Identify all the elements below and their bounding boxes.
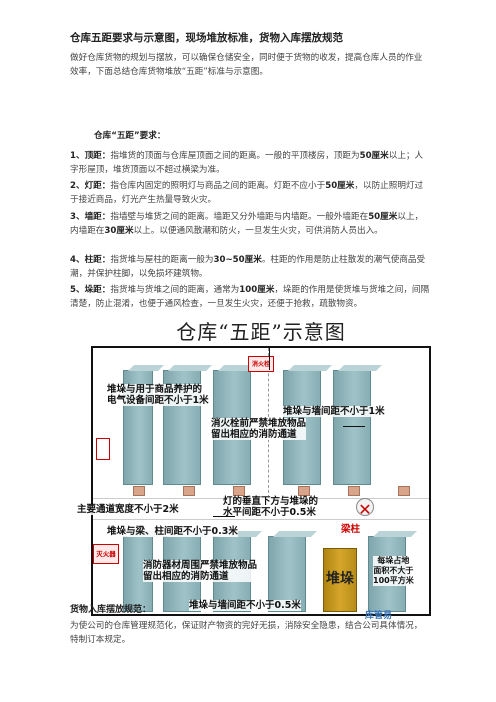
section-title: 仓库“五距”要求：	[94, 131, 166, 141]
label-electric-distance: 堆垛与用于商品养护的 电气设备间距不小于1米	[107, 384, 209, 406]
stack-bottom-4	[268, 536, 306, 612]
label-wall-bottom: 堆垛与墙间距不小于0.5米	[189, 600, 301, 611]
label-hydrant-zone: 消火栓前严禁堆放物品 留出相应的消防通道	[211, 418, 307, 440]
pillar	[183, 486, 195, 496]
item-1: 1、顶距：指堆货的顶面与仓库屋顶面之间的距离。一般的平顶楼房，顶距为50厘米以上…	[70, 151, 424, 175]
label-main-aisle: 主要通道宽度不小于2米	[77, 504, 179, 515]
stack-top-5	[333, 370, 371, 485]
five-distance-diagram: 仓库“五距”示意图 消火栓 灭火器	[77, 316, 436, 621]
pillar-tag: 梁柱	[341, 524, 361, 535]
warehouse-frame: 消火栓 灭火器 ✕ 堆垛与用于商品养护的 电气设备间距不小于1米 消火栓前严禁堆…	[77, 346, 431, 621]
item-2: 2、灯距：指仓库内固定的照明灯与商品之间的距离。灯距不应小于50厘米，以防止照明…	[70, 181, 424, 205]
pillar	[348, 486, 360, 496]
doc-title: 仓库五距要求与示意图，现场堆放标准，货物入库摆放规范	[70, 32, 343, 44]
diagram-title: 仓库“五距”示意图	[176, 320, 346, 344]
pillar	[298, 486, 310, 496]
lamp-cross-icon: ✕	[358, 500, 372, 519]
electric-box-icon	[96, 438, 110, 460]
hydrant-icon: 消火栓	[248, 356, 274, 372]
arrow	[213, 516, 235, 517]
label-lamp-distance: 灯的垂直下方与堆垛的 水平间距不小于0.5米	[223, 496, 319, 518]
extinguisher-icon: 灭火器	[93, 544, 119, 564]
watermark-logo: 库管易	[365, 611, 393, 621]
stack-label: 堆垛	[326, 571, 354, 587]
section2-paragraph: 为使公司的仓库管理规范化，保证财产物资的完好无损，消除安全隐患，结合公司具体情况…	[70, 621, 423, 645]
item-5: 5、垛距：指货堆与货堆之间的距离，通常为100厘米，垛距的作用是使货堆与货堆之间…	[70, 285, 430, 309]
label-area-limit: 每垛占地 面积不大于 100平方米	[373, 556, 414, 586]
section2-title: 货物入库摆放规范：	[70, 605, 152, 615]
intro-paragraph: 做好仓库货物的规划与摆放，可以确保仓储安全，同时便于货物的收发，提高仓库人员的作…	[70, 52, 430, 79]
arrow	[269, 348, 270, 370]
label-extinguisher-zone: 消防器材周围严禁堆放物品 留出相应的消防通道	[143, 560, 258, 582]
highlighted-stack	[323, 548, 357, 612]
label-beam-distance: 堆垛与梁、柱间距不小于0.3米	[107, 526, 238, 537]
lamp-icon	[356, 498, 374, 516]
pillar	[133, 486, 145, 496]
arrow	[343, 426, 365, 427]
pillar	[233, 486, 245, 496]
pillar	[398, 486, 410, 496]
item-4: 4、柱距：指货堆与屋柱的距离一般为30~50厘米。柱距的作用是防止柱散发的潮气使…	[70, 255, 426, 279]
intro-text: 做好仓库货物的规划与摆放，可以确保仓储安全，同时便于货物的收发，提高仓库人员的作…	[70, 53, 423, 77]
item-3: 3、墙距：指墙壁与堆货之间的距离。墙距又分外墙距与内墙距。一般外墙距在50厘米以…	[70, 212, 424, 236]
label-wall-right: 堆垛与墙间距不小于1米	[283, 406, 385, 417]
